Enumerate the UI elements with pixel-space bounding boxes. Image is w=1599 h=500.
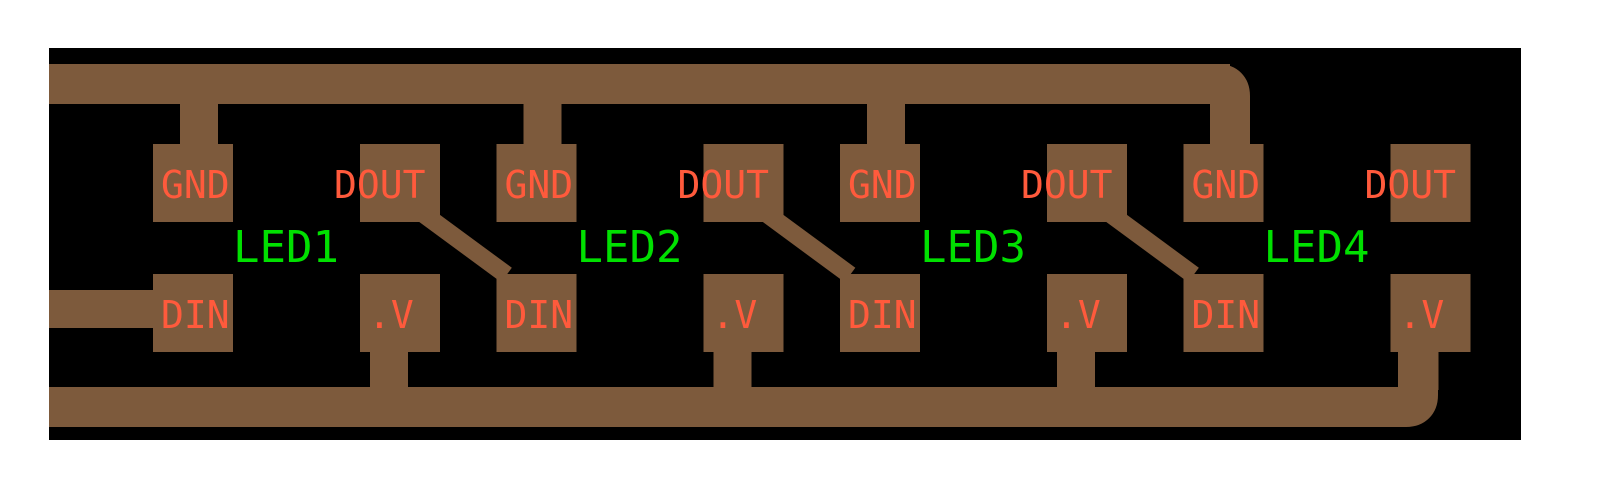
pin-label-din: DIN xyxy=(1192,293,1261,337)
trace-data-in xyxy=(49,290,159,328)
pad-led4-dout xyxy=(1390,144,1471,222)
ref-label-led4: LED4 xyxy=(1264,222,1370,273)
pin-label-vcc: .V xyxy=(712,293,758,337)
trace-gnd-stub xyxy=(523,100,562,150)
ref-label-led3: LED3 xyxy=(920,222,1026,273)
pin-label-din: DIN xyxy=(505,293,574,337)
ref-label-led1: LED1 xyxy=(233,222,339,273)
board-background xyxy=(49,48,1521,440)
ref-label-led2: LED2 xyxy=(577,222,683,273)
trace-vcc-bus xyxy=(49,330,1438,427)
pad-led1-vcc xyxy=(360,274,440,352)
pad-led4-vcc xyxy=(1390,274,1471,352)
traces xyxy=(49,64,1439,427)
pin-label-vcc: .V xyxy=(368,293,414,337)
pad-led3-dout xyxy=(1047,144,1127,222)
pin-label-vcc: .V xyxy=(1055,293,1101,337)
pad-led4-gnd xyxy=(1183,144,1264,222)
pin-label-gnd: GND xyxy=(848,163,917,207)
pin-label-din: DIN xyxy=(848,293,917,337)
pad-led3-vcc xyxy=(1047,274,1127,352)
pad-led1-din xyxy=(153,274,233,352)
pin-label-gnd: GND xyxy=(505,163,574,207)
pad-led1-gnd xyxy=(153,144,233,222)
pin-label-din: DIN xyxy=(161,293,230,337)
pad-led1-dout xyxy=(360,144,440,222)
pad-led2-din xyxy=(496,274,577,352)
pin-label-dout: DOUT xyxy=(678,163,770,207)
pad-led2-vcc xyxy=(703,274,784,352)
pin-label-gnd: GND xyxy=(161,163,230,207)
pad-led4-din xyxy=(1183,274,1264,352)
pad-led3-gnd xyxy=(840,144,920,222)
trace-gnd-stub xyxy=(180,100,218,150)
pads xyxy=(153,144,1471,352)
pin-label-gnd: GND xyxy=(1192,163,1261,207)
pad-led2-gnd xyxy=(496,144,577,222)
pin-label-vcc: .V xyxy=(1399,293,1445,337)
pin-label-dout: DOUT xyxy=(1021,163,1113,207)
pad-led3-din xyxy=(840,274,920,352)
pad-led2-dout xyxy=(703,144,784,222)
pin-label-dout: DOUT xyxy=(1365,163,1457,207)
trace-gnd-stub xyxy=(867,100,905,150)
pin-label-dout: DOUT xyxy=(334,163,426,207)
trace-gnd-bus-corner xyxy=(1200,64,1250,150)
